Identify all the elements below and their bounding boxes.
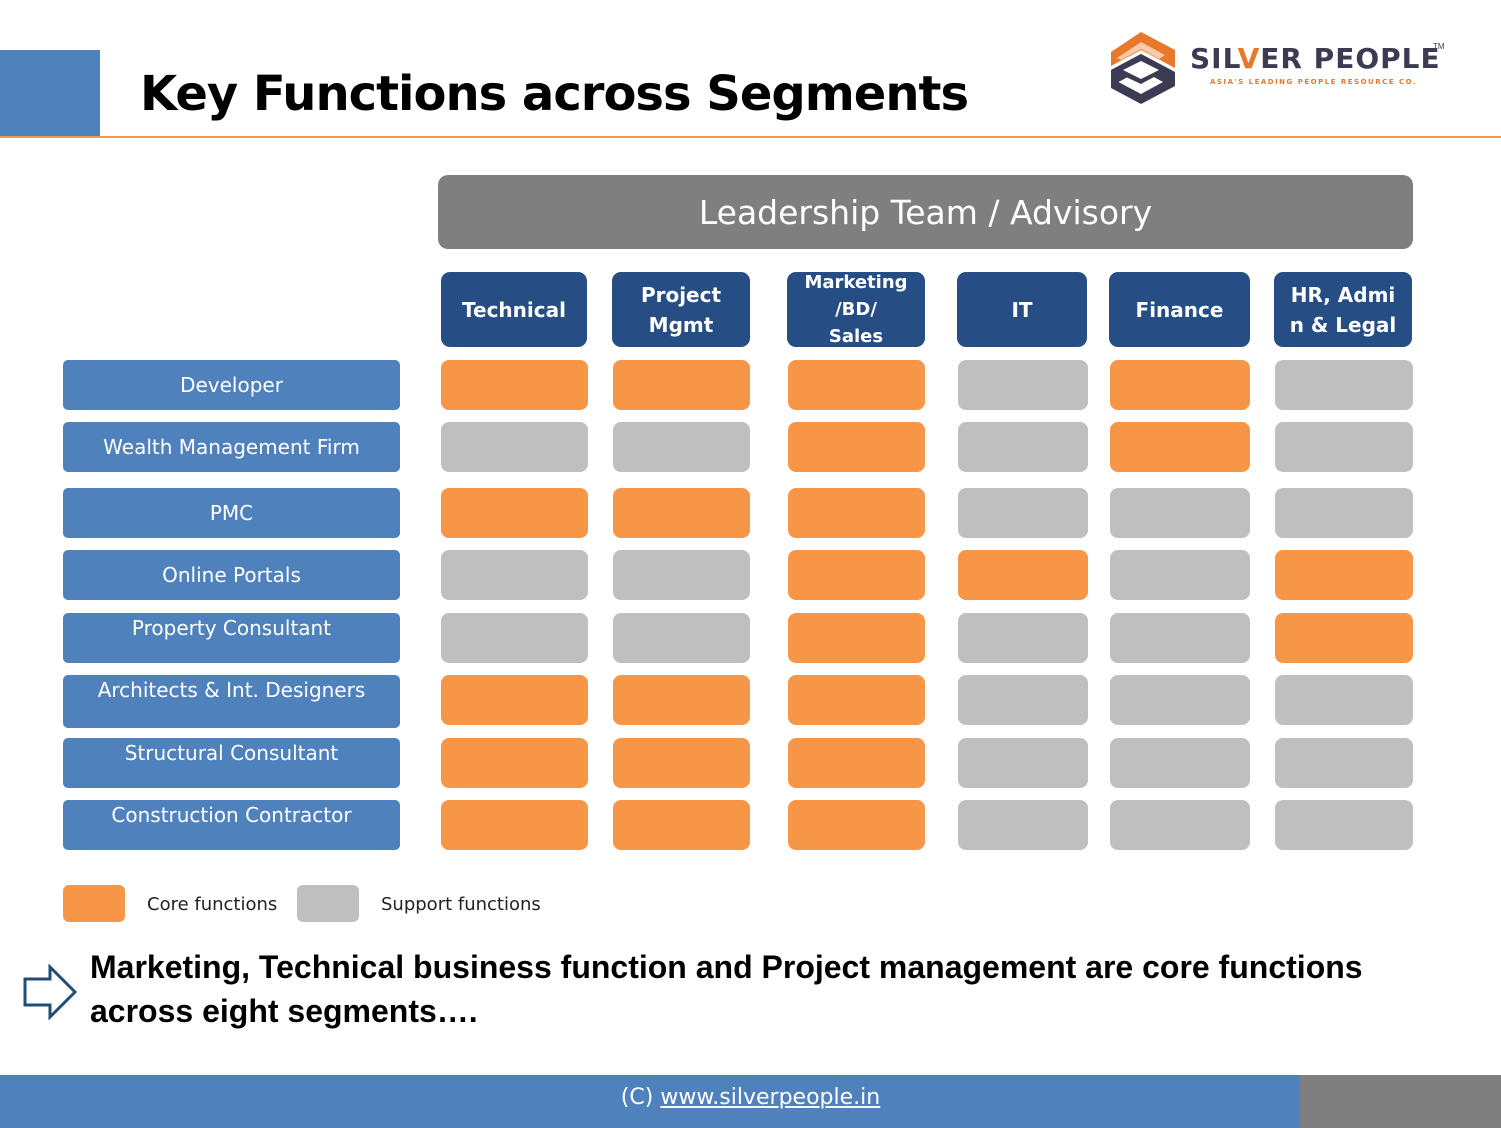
support-function-cell [441,550,588,600]
core-function-cell [788,488,925,538]
logo-mark-icon [1111,32,1175,104]
segment-label: Structural Consultant [63,738,400,788]
support-function-cell [1110,738,1250,788]
title-divider [0,136,1501,138]
core-function-cell [441,488,588,538]
core-function-cell [1275,550,1413,600]
core-function-cell [613,738,750,788]
core-function-cell [788,422,925,472]
legend-core-swatch [63,885,125,922]
column-header: Finance [1109,272,1250,347]
legend-support-swatch [297,885,359,922]
support-function-cell [1110,488,1250,538]
conclusion-text: Marketing, Technical business function a… [90,949,1363,1029]
core-function-cell [788,738,925,788]
support-function-cell [613,550,750,600]
footer-accent [1300,1075,1501,1128]
core-function-cell [613,360,750,410]
core-function-cell [788,550,925,600]
support-function-cell [441,613,588,663]
right-arrow-icon [23,964,78,1020]
core-function-cell [613,800,750,850]
logo-wordmark: SILVER PEOPLE [1190,42,1441,75]
support-function-cell [958,738,1088,788]
support-function-cell [613,422,750,472]
legend-core-label: Core functions [147,894,278,915]
core-function-cell [1275,613,1413,663]
title-accent-block [0,50,100,136]
core-function-cell [1110,360,1250,410]
support-function-cell [1275,488,1413,538]
core-function-cell [613,488,750,538]
core-function-cell [788,613,925,663]
core-function-cell [441,738,588,788]
support-function-cell [958,800,1088,850]
support-function-cell [1110,675,1250,725]
core-function-cell [788,675,925,725]
column-header: Project Mgmt [612,272,750,347]
support-function-cell [1275,800,1413,850]
logo-wordmark-part2: ER PEOPLE [1260,42,1441,75]
footer-bar [0,1075,1300,1128]
support-function-cell [1110,550,1250,600]
segment-label: Architects & Int. Designers [63,675,400,728]
core-function-cell [788,800,925,850]
segment-label: PMC [63,488,400,538]
footer-copyright: (C) www.silverpeople.in [0,1085,1501,1110]
support-function-cell [1275,738,1413,788]
support-function-cell [1110,613,1250,663]
support-function-cell [958,422,1088,472]
support-function-cell [958,613,1088,663]
page-title: Key Functions across Segments [140,66,969,122]
segment-label: Wealth Management Firm [63,422,400,472]
support-function-cell [1275,675,1413,725]
column-header: IT [957,272,1087,347]
logo-trademark: TM [1433,42,1445,51]
silver-people-logo [1105,28,1450,108]
logo-wordmark-part1: SIL [1190,42,1238,75]
logo-wordmark-v: V [1237,42,1261,75]
column-header: Marketing /BD/ Sales [787,272,925,347]
segment-label: Online Portals [63,550,400,600]
core-function-cell [788,360,925,410]
core-function-cell [958,550,1088,600]
leadership-bar: Leadership Team / Advisory [438,175,1413,249]
column-header: Technical [441,272,587,347]
core-function-cell [441,360,588,410]
support-function-cell [613,613,750,663]
core-function-cell [1110,422,1250,472]
segment-label: Developer [63,360,400,410]
support-function-cell [1275,360,1413,410]
segment-label: Property Consultant [63,613,400,663]
website-link[interactable]: www.silverpeople.in [660,1085,881,1110]
column-header: HR, Admi n & Legal [1274,272,1412,347]
support-function-cell [1275,422,1413,472]
core-function-cell [441,800,588,850]
logo-tagline: ASIA'S LEADING PEOPLE RESOURCE CO. [1210,78,1418,86]
core-function-cell [441,675,588,725]
core-function-cell [613,675,750,725]
segment-label: Construction Contractor [63,800,400,850]
support-function-cell [958,488,1088,538]
support-function-cell [958,360,1088,410]
support-function-cell [958,675,1088,725]
support-function-cell [441,422,588,472]
support-function-cell [1110,800,1250,850]
footer-prefix: (C) [620,1085,661,1110]
legend-support-label: Support functions [381,894,541,915]
